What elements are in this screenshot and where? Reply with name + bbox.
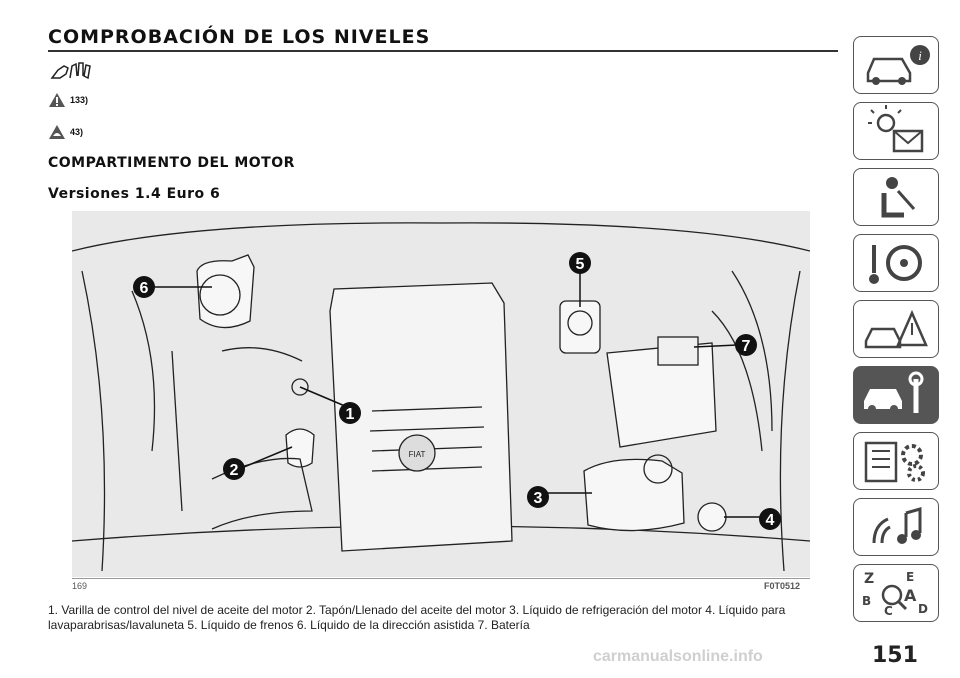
technical-data-gears-icon xyxy=(864,441,925,483)
svg-text:3: 3 xyxy=(534,490,543,507)
tab-maintenance[interactable] xyxy=(853,366,939,424)
callout-5: 5 xyxy=(569,252,591,274)
key-steering-wheel-icon xyxy=(869,245,922,284)
alphabetical-index-icon: Z E B A C D xyxy=(862,570,928,618)
section-heading: COMPARTIMENTO DEL MOTOR xyxy=(48,155,295,171)
section-subheading: Versiones 1.4 Euro 6 xyxy=(48,186,221,202)
tab-lights-message[interactable] xyxy=(853,102,939,160)
svg-text:D: D xyxy=(918,602,928,616)
car-emergency-icon xyxy=(864,309,928,349)
engine-logo: FIAT xyxy=(409,450,426,459)
callout-2: 2 xyxy=(223,458,245,480)
environment-hand-icon xyxy=(49,125,65,139)
svg-text:B: B xyxy=(862,594,871,608)
page-number: 151 xyxy=(872,643,918,668)
callout-3: 3 xyxy=(527,486,549,508)
tab-safety[interactable] xyxy=(853,168,939,226)
svg-text:5: 5 xyxy=(576,256,585,273)
lights-message-icon xyxy=(868,105,924,153)
svg-text:1: 1 xyxy=(346,406,355,423)
watermark: carmanualsonline.info xyxy=(593,648,763,665)
gloves-icon xyxy=(50,62,91,80)
car-maintenance-icon xyxy=(864,371,924,413)
tab-starting-driving[interactable] xyxy=(853,234,939,292)
multimedia-icon xyxy=(872,507,922,544)
svg-text:4: 4 xyxy=(766,512,775,529)
engine-bay-figure: FIAT 6 5 7 1 2 3 4 xyxy=(72,211,810,577)
figure-caption: 1. Varilla de control del nivel de aceit… xyxy=(48,603,786,632)
callout-7: 7 xyxy=(735,334,757,356)
seat-airbag-icon xyxy=(881,177,916,218)
tab-car-info[interactable]: i xyxy=(853,36,939,94)
warning-ref-2[interactable]: 43) xyxy=(70,127,84,137)
tab-technical-data[interactable] xyxy=(853,432,939,490)
figure-rule xyxy=(72,578,810,579)
warning-triangle-icon xyxy=(49,93,65,107)
tab-emergency[interactable] xyxy=(853,300,939,358)
svg-text:6: 6 xyxy=(140,280,149,297)
svg-text:Z: Z xyxy=(864,571,874,587)
svg-text:2: 2 xyxy=(230,462,239,479)
callout-6: 6 xyxy=(133,276,155,298)
svg-text:A: A xyxy=(904,586,917,605)
warning-row-1: 133) xyxy=(48,92,88,108)
svg-text:E: E xyxy=(906,570,914,584)
svg-text:7: 7 xyxy=(742,338,751,355)
callout-1: 1 xyxy=(339,402,361,424)
svg-text:C: C xyxy=(884,604,893,618)
title-divider xyxy=(48,50,838,52)
warning-ref-1[interactable]: 133) xyxy=(70,95,89,105)
callout-4: 4 xyxy=(759,508,781,530)
svg-text:i: i xyxy=(918,48,922,63)
tab-multimedia[interactable] xyxy=(853,498,939,556)
figure-code: F0T0512 xyxy=(764,581,801,591)
figure-number: 169 xyxy=(72,581,88,591)
page-title: COMPROBACIÓN DE LOS NIVELES xyxy=(48,26,431,48)
warning-row-2: 43) xyxy=(48,124,83,140)
engine-bay-drawing: FIAT 6 5 7 1 2 3 4 xyxy=(72,222,810,572)
car-info-icon: i xyxy=(866,45,930,85)
tab-index[interactable]: Z E B A C D xyxy=(853,564,939,622)
